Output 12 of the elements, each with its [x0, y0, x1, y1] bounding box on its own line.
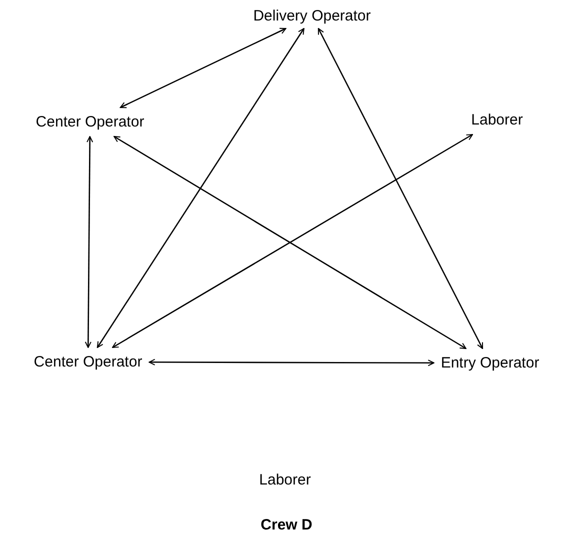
role-label: Delivery Operator	[252, 8, 372, 24]
role-label: Laborer	[258, 472, 312, 488]
role-label: Center Operator	[32, 354, 144, 370]
arrow	[96, 28, 304, 348]
title: Crew D	[260, 516, 312, 534]
role-label: Entry Operator	[440, 354, 540, 372]
arrow	[318, 28, 484, 349]
role-label: Laborer	[470, 112, 524, 128]
arrow	[84, 136, 94, 348]
arrow	[120, 28, 286, 108]
arrow	[148, 358, 434, 366]
role-label: Center Operator	[34, 114, 146, 130]
